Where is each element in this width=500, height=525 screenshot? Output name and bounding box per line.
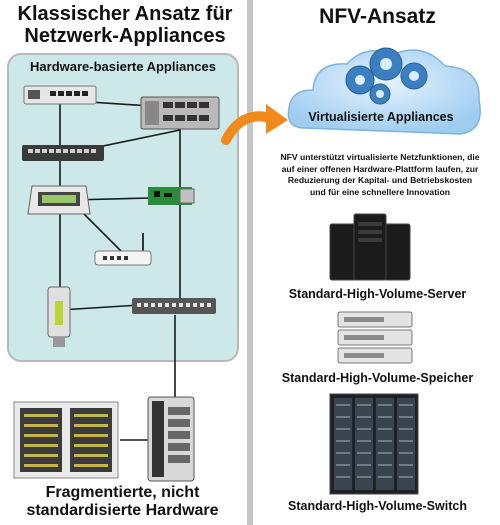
appliance-icon [27,185,91,215]
cloud-label: Virtualisierte Appliances [308,110,454,124]
server-icon [140,96,220,130]
standard-server-icon [329,213,411,281]
column-divider [247,0,253,525]
standard-switch-icon [329,393,419,495]
curved-arrow-icon [221,104,288,145]
gear-icon [345,47,428,105]
fragmented-hardware-caption: Fragmentierte, nicht standardisierte Har… [0,484,245,520]
server-caption: Standard-High-Volume-Server [288,287,467,301]
description-line: Reduzierung der Kapital- und Betriebskos… [287,175,473,185]
left-title-line2: Netzwerk-Appliances [24,25,226,47]
switch-caption: Standard-High-Volume-Switch [288,499,467,513]
left-title-line1: Klassischer Ansatz für [17,3,233,25]
description-line: und für eine schnellere Innovation [310,186,450,197]
tower-server-icon [147,396,195,482]
storage-icon [337,311,413,364]
panel-title: Hardware-basierte Appliances [30,59,216,74]
rack-icon [13,401,119,479]
switch-icon [22,145,104,161]
left-title: Klassischer Ansatz für Netzwerk-Applianc… [0,3,250,47]
network-card-icon [148,187,195,205]
caption-line1: Fragmentierte, nicht [45,484,200,501]
wifi-router-icon [94,233,152,266]
caption-line2: standardisierte Hardware [26,502,219,519]
nfv-description: NFV unterstützt virtualisierte Netzfunkt… [262,152,498,198]
usb-icon [47,286,71,347]
description-line: auf einer offenen Hardware-Plattform lau… [281,163,479,174]
router-icon [23,85,97,105]
storage-caption: Standard-High-Volume-Speicher [281,371,474,385]
patch-panel-icon [132,298,216,314]
right-title: NFV-Ansatz [319,5,436,28]
description-line: NFV unterstützt virtualisierte Netzfunkt… [280,152,480,162]
